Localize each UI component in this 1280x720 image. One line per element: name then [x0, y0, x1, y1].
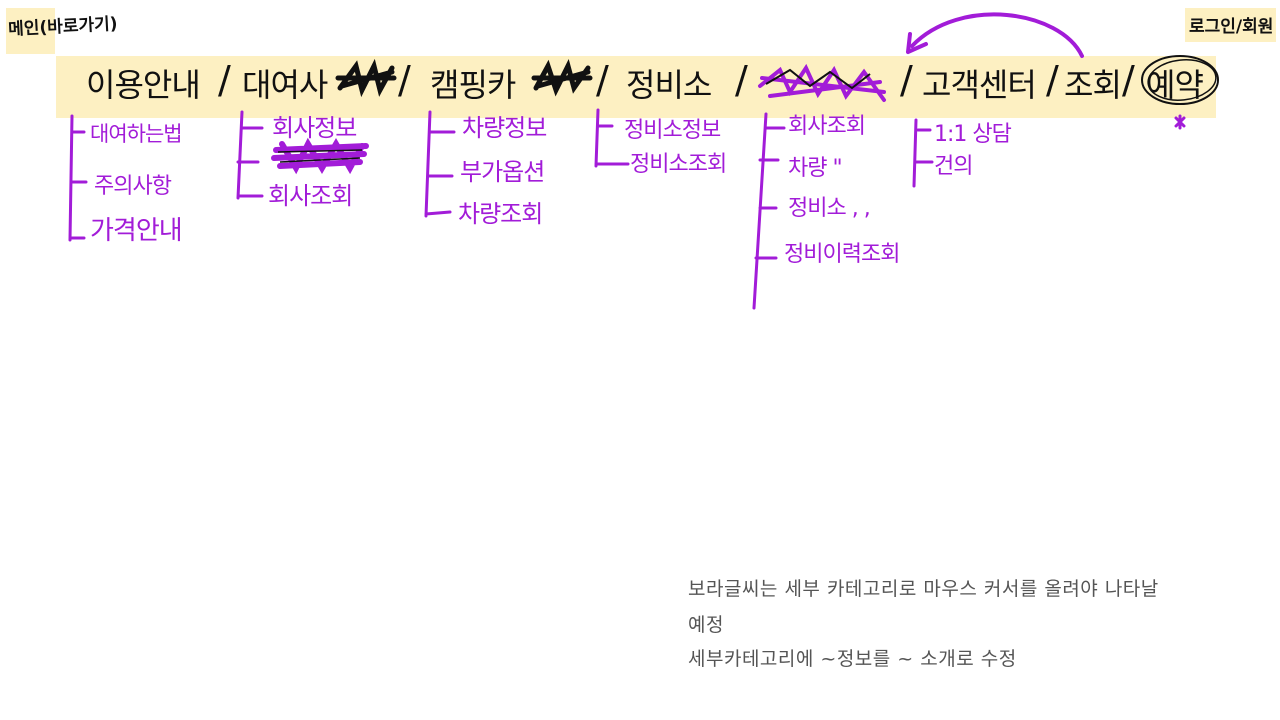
submenu-item[interactable]: 1:1 상담: [934, 122, 1012, 147]
logo-highlight: [6, 8, 55, 54]
auth-highlight: [1185, 8, 1276, 42]
submenu-item[interactable]: 차량 ": [788, 156, 843, 181]
submenu-item[interactable]: 차량조회: [458, 200, 543, 228]
move-arrow-icon: [906, 12, 1084, 58]
nav-item-camping[interactable]: 캠핑카: [430, 66, 516, 104]
nav-separator: /: [1046, 58, 1059, 102]
submenu-item[interactable]: 정비이력조회: [784, 242, 900, 267]
crossed-out-scribble: [277, 149, 363, 163]
submenu-bracket: [68, 108, 1186, 310]
nav-separator: /: [218, 58, 231, 102]
crossed-out-scribble: [335, 58, 593, 98]
login-signup-link[interactable]: 로그인/회원: [1189, 17, 1274, 37]
submenu-item[interactable]: 주의사항: [94, 174, 172, 199]
submenu-item[interactable]: 차량정보: [462, 114, 547, 142]
submenu-item[interactable]: 정비소정보: [624, 118, 721, 143]
note-line: 예정: [688, 614, 724, 636]
crossed-out-scribble: [758, 63, 886, 102]
nav-item-repair[interactable]: 정비소: [626, 66, 712, 104]
nav-separator: /: [735, 58, 748, 102]
submenu-item[interactable]: 정비소 , ,: [788, 196, 871, 221]
submenu-item[interactable]: 부가옵션: [460, 158, 545, 186]
crossed-out-scribble: [765, 68, 871, 90]
nav-item-usage[interactable]: 이용안내: [86, 66, 201, 104]
submenu-item[interactable]: 건의: [934, 154, 973, 179]
submenu-item[interactable]: 가격안내: [90, 216, 183, 246]
nav-separator: /: [1122, 58, 1135, 102]
nav-separator: /: [398, 58, 411, 102]
submenu-item[interactable]: 회사조회: [268, 182, 353, 210]
circle-highlight: [1141, 55, 1219, 105]
nav-item-lookup[interactable]: 조회: [1064, 66, 1122, 104]
submenu-item[interactable]: 회사조회: [788, 114, 866, 139]
note-line: 보라글씨는 세부 카테고리로 마우스 커서를 올려야 나타날: [688, 578, 1159, 600]
nav-item-support[interactable]: 고객센터: [922, 66, 1037, 104]
submenu-item[interactable]: 정비소조회: [630, 152, 727, 177]
circle-highlight: [1147, 59, 1217, 101]
nav-highlight: [56, 56, 1216, 118]
note-line: 세부카테고리에 ~정보를 ~ 소개로 수정: [688, 648, 1017, 670]
crossed-out-scribble: [271, 137, 369, 175]
nav-item-rental[interactable]: 대여사: [242, 66, 328, 104]
submenu-item[interactable]: 회사정보: [272, 114, 357, 142]
submenu-item[interactable]: 대여하는법: [90, 122, 183, 146]
nav-separator: /: [900, 58, 913, 102]
nav-separator: /: [596, 58, 609, 102]
